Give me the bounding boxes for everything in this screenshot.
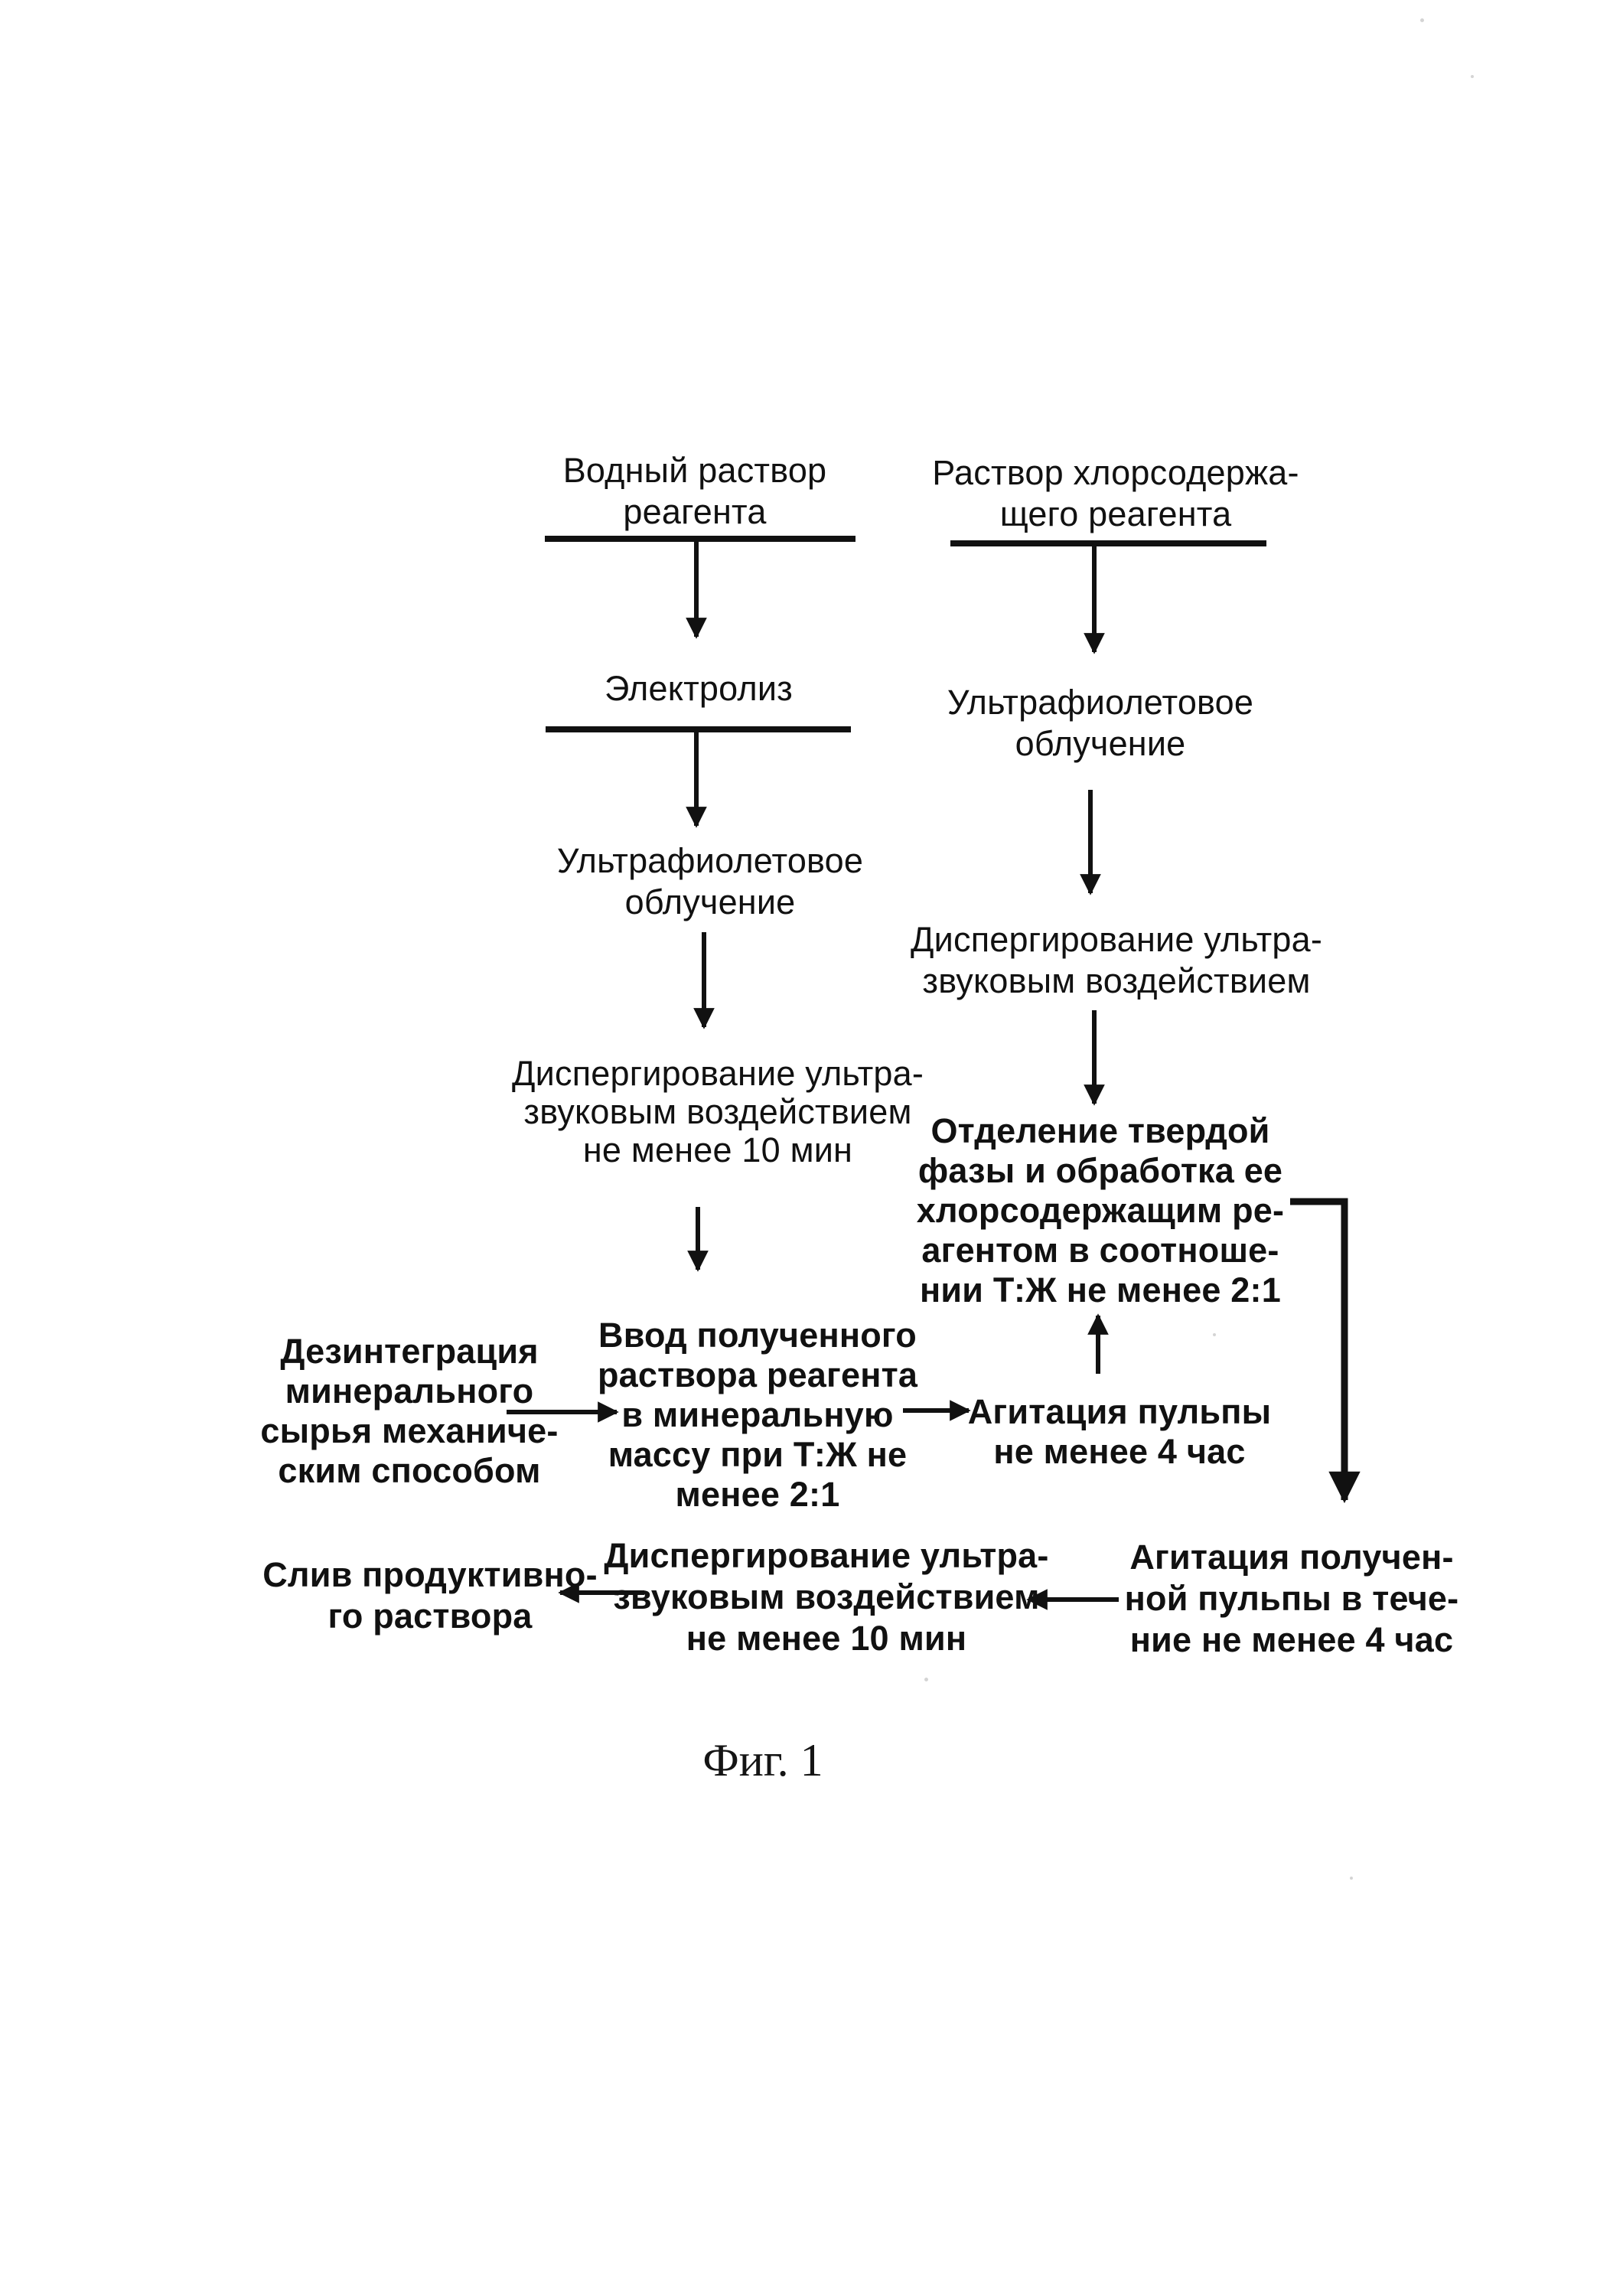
text-line: звуковым воздействием: [922, 961, 1311, 1000]
text-line: Диспергирование ультра-: [604, 1536, 1049, 1575]
node-solid-phase-separation: Отделение твердой фазы и обработка ее хл…: [917, 1111, 1284, 1310]
text-line: облучение: [1015, 724, 1186, 763]
text-line: звуковым воздействием: [613, 1577, 1040, 1616]
node-ultrasonic-dispersion-left: Диспергирование ультра- звуковым воздейс…: [512, 1055, 924, 1169]
node-ultrasonic-dispersion-right: Диспергирование ультра- звуковым воздейс…: [911, 919, 1322, 1002]
node-uv-irradiation-right: Ультрафиолетовое облучение: [947, 682, 1253, 765]
node-ultrasonic-dispersion-bottom: Диспергирование ультра- звуковым воздейс…: [604, 1535, 1048, 1659]
node-aqueous-reagent-solution: Водный раствор реагента: [563, 450, 827, 533]
text-line: звуковым воздействием: [523, 1092, 912, 1131]
text-line: облучение: [624, 882, 796, 921]
text-line: Дезинтеграция: [280, 1332, 539, 1371]
text-line: Ультрафиолетовое: [556, 841, 864, 880]
text-line: раствора реагента: [597, 1355, 918, 1394]
text-line: не менее 10 мин: [582, 1130, 853, 1169]
text-line: агентом в соотноше-: [921, 1231, 1279, 1270]
figure-caption: Фиг. 1: [702, 1735, 823, 1786]
node-mineral-disintegration: Дезинтеграция минерального сырья механич…: [260, 1332, 558, 1491]
text-line: Электролиз: [604, 669, 794, 708]
node-pulp-agitation: Агитация пульпы не менее 4 час: [968, 1392, 1272, 1472]
text-line: в минеральную: [621, 1395, 894, 1434]
text-line: нии Т:Ж не менее 2:1: [920, 1270, 1281, 1309]
text-line: не менее 10 мин: [686, 1619, 967, 1658]
text-line: массу при Т:Ж не: [608, 1435, 908, 1474]
text-line: щего реагента: [999, 494, 1232, 533]
node-uv-irradiation-left: Ультрафиолетовое облучение: [557, 840, 863, 923]
text-line: Водный раствор: [562, 451, 827, 490]
text-line: не менее 4 час: [993, 1432, 1246, 1471]
scan-speck: [924, 1678, 928, 1681]
node-productive-solution-drain: Слив продуктивно- го раствора: [262, 1554, 598, 1637]
scan-speck: [1350, 1877, 1353, 1880]
text-line: менее 2:1: [675, 1475, 840, 1514]
text-line: ским способом: [278, 1451, 541, 1490]
text-line: Слив продуктивно-: [262, 1555, 598, 1594]
text-line: Ультрафиолетовое: [947, 683, 1254, 722]
text-line: Ввод полученного: [598, 1316, 917, 1355]
elbow-arrow-separation-to-agitation-obtained: [1290, 1198, 1361, 1504]
text-line: ние не менее 4 час: [1129, 1620, 1454, 1659]
text-line: хлорсодержащим ре-: [916, 1191, 1285, 1230]
text-line: Диспергирование ультра-: [910, 920, 1323, 959]
node-chlorine-reagent-solution: Раствор хлорсодержа- щего реагента: [932, 452, 1299, 535]
scan-speck: [1471, 75, 1474, 78]
text-line: минерального: [285, 1371, 534, 1411]
scan-speck: [1420, 18, 1424, 22]
scan-speck: [1213, 1333, 1216, 1336]
text-line: реагента: [623, 492, 767, 531]
text-line: Агитация пульпы: [967, 1392, 1272, 1431]
text-line: го раствора: [328, 1596, 533, 1636]
text-line: фазы и обработка ее: [917, 1151, 1283, 1190]
text-line: Отделение твердой: [930, 1111, 1270, 1150]
text-line: ной пульпы в тече-: [1124, 1579, 1459, 1618]
node-input-reagent-solution: Ввод полученного раствора реагента в мин…: [598, 1316, 917, 1515]
text-line: Агитация получен-: [1129, 1538, 1454, 1577]
text-line: Диспергирование ультра-: [511, 1054, 924, 1093]
node-obtained-pulp-agitation: Агитация получен- ной пульпы в тече- ние…: [1125, 1537, 1459, 1661]
text-line: сырья механиче-: [260, 1411, 559, 1450]
node-electrolysis: Электролиз: [605, 668, 793, 709]
text-line: Раствор хлорсодержа-: [932, 453, 1299, 492]
